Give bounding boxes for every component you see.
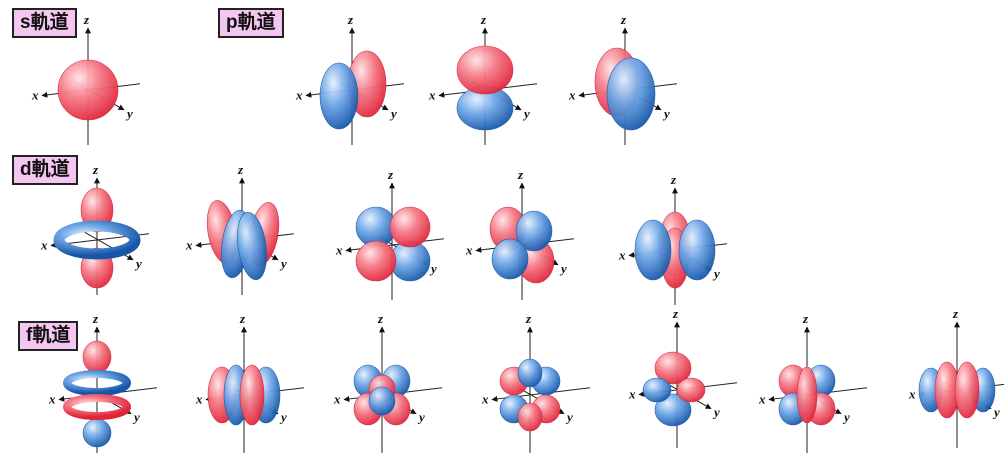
orbital-pz: z x y (428, 12, 538, 145)
orbital-dxy: z x y (465, 167, 575, 300)
negative-lobe (606, 57, 656, 131)
x-axis-label: x (335, 243, 343, 258)
negative-lobe (368, 386, 396, 416)
y-axis-label: y (565, 410, 573, 425)
negative-lobe (642, 377, 672, 403)
positive-lobe (456, 45, 514, 95)
orbital-dz2: z x y (40, 162, 150, 295)
orbital-fx(x2-3y2): z x y (758, 311, 868, 453)
negative-lobe (634, 219, 672, 281)
orbital-fz3: z x y (48, 311, 158, 453)
y-axis-label: y (389, 106, 397, 121)
orbital-py: z x y (568, 12, 678, 145)
negative-lobe (237, 211, 267, 281)
y-axis-label: y (712, 266, 720, 281)
orbital-dx2y2: z x y (618, 172, 728, 305)
z-axis-label: z (387, 167, 394, 182)
orbital-s: z x y (31, 12, 141, 145)
negative-lobe (515, 210, 553, 252)
z-axis-label: z (237, 162, 244, 177)
negative-lobe (654, 393, 692, 427)
y-axis-label: y (134, 256, 142, 271)
x-axis-label: x (295, 88, 303, 103)
x-axis-label: x (465, 243, 473, 258)
positive-lobe (82, 340, 112, 374)
positive-lobe (676, 377, 706, 403)
y-axis-label: y (992, 405, 1000, 420)
x-axis-label: x (31, 88, 39, 103)
positive-lobe (654, 351, 692, 385)
negative-torus (63, 370, 131, 396)
orbital-fyz2: z x y (333, 311, 443, 453)
negative-lobe (319, 62, 359, 130)
positive-lobe (355, 240, 397, 282)
positive-torus (63, 394, 131, 420)
z-axis-label: z (672, 306, 679, 321)
x-axis-label: x (195, 392, 203, 407)
s-orbital-label: s軌道 (12, 8, 77, 38)
y-axis-label: y (662, 106, 670, 121)
y-axis-label: y (132, 410, 140, 425)
y-axis-label: y (279, 410, 287, 425)
negative-lobe (82, 418, 112, 448)
y-axis-label: y (125, 106, 133, 121)
x-axis-label: x (568, 88, 576, 103)
y-axis-label: y (712, 405, 720, 420)
positive-lobe (389, 206, 431, 248)
orbital-dxz: z x y (185, 162, 295, 295)
orbital-fy(3x2-y2): z x y (908, 306, 1004, 448)
z-axis-label: z (347, 12, 354, 27)
z-axis-label: z (517, 167, 524, 182)
positive-lobe (517, 402, 543, 432)
z-axis-label: z (377, 311, 384, 326)
z-axis-label: z (525, 311, 532, 326)
z-axis-label: z (952, 306, 959, 321)
d-orbital-label: d軌道 (12, 155, 78, 185)
x-axis-label: x (333, 392, 341, 407)
z-axis-label: z (92, 311, 99, 326)
z-axis-label: z (92, 162, 99, 177)
orbital-fxyz: z x y (481, 311, 591, 453)
y-axis-label: y (522, 106, 530, 121)
x-axis-label: x (618, 248, 626, 263)
x-axis-label: x (758, 392, 766, 407)
x-axis-label: x (48, 392, 56, 407)
positive-lobe (796, 366, 818, 424)
z-axis-label: z (802, 311, 809, 326)
negative-lobe (491, 238, 529, 280)
x-axis-label: x (428, 88, 436, 103)
z-axis-label: z (239, 311, 246, 326)
x-axis-label: x (628, 387, 636, 402)
orbital-fz(x2-y2): z x y (628, 306, 738, 448)
x-axis-label: x (40, 238, 48, 253)
y-axis-label: y (842, 410, 850, 425)
orbital-dyz: z x y (335, 167, 445, 300)
y-axis-label: y (559, 261, 567, 276)
p-orbital-label: p軌道 (218, 8, 284, 38)
negative-torus (53, 220, 141, 260)
orbital-px: z x y (295, 12, 405, 145)
negative-lobe (517, 358, 543, 388)
negative-lobe (678, 219, 716, 281)
y-axis-label: y (279, 256, 287, 271)
z-axis-label: z (480, 12, 487, 27)
f-orbital-label: f軌道 (18, 321, 79, 351)
y-axis-label: y (429, 261, 437, 276)
orbital-fxz2: z x y (195, 311, 305, 453)
z-axis-label: z (670, 172, 677, 187)
z-axis-label: z (620, 12, 627, 27)
positive-lobe (954, 361, 980, 419)
y-axis-label: y (417, 410, 425, 425)
z-axis-label: z (83, 12, 90, 27)
x-axis-label: x (185, 238, 193, 253)
x-axis-label: x (481, 392, 489, 407)
x-axis-label: x (908, 387, 916, 402)
positive-lobe (57, 59, 119, 121)
positive-lobe (239, 364, 265, 426)
